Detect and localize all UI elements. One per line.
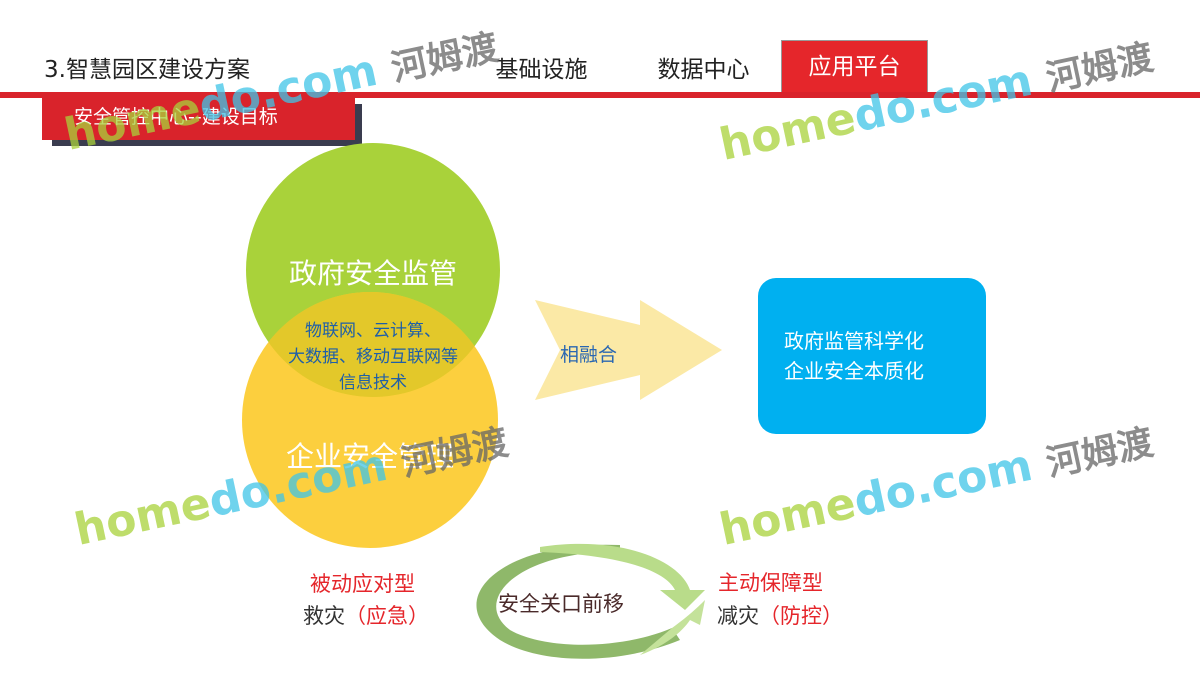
venn-label-enterprise: 企业安全管理 — [285, 440, 454, 473]
header-divider — [0, 92, 1200, 98]
merge-arrow-label: 相融合 — [560, 344, 618, 366]
slide-subtitle: 安全管控中心--建设目标 — [42, 98, 355, 140]
merge-arrow — [535, 300, 722, 400]
cycle-arrows — [476, 543, 705, 659]
active-desc: 减灾（防控） — [717, 600, 843, 630]
cycle-center-label: 安全关口前移 — [498, 592, 624, 616]
slide-section-title: 3.智慧园区建设方案 — [44, 57, 250, 83]
tab-data-center[interactable]: 数据中心 — [657, 57, 750, 83]
active-type-label: 主动保障型 — [718, 571, 823, 595]
active-paren: （防控） — [759, 604, 843, 628]
result-line: 政府监管科学化 — [784, 329, 924, 353]
passive-paren: （应急） — [345, 604, 429, 628]
overlap-line: 大数据、移动互联网等 — [288, 347, 458, 367]
passive-type-label: 被动应对型 — [310, 572, 415, 596]
passive-desc: 救灾（应急） — [303, 600, 429, 630]
overlap-line: 物联网、云计算、 — [305, 321, 441, 341]
result-box: 政府监管科学化 企业安全本质化 — [758, 278, 986, 434]
active-prefix: 减灾 — [717, 604, 759, 628]
venn-overlap-text: 物联网、云计算、 大数据、移动互联网等 信息技术 — [255, 318, 491, 396]
result-line: 企业安全本质化 — [784, 359, 924, 383]
passive-prefix: 救灾 — [303, 604, 345, 628]
tab-infrastructure[interactable]: 基础设施 — [495, 57, 588, 83]
venn-label-government: 政府安全监管 — [288, 257, 457, 290]
overlap-line: 信息技术 — [339, 373, 407, 393]
